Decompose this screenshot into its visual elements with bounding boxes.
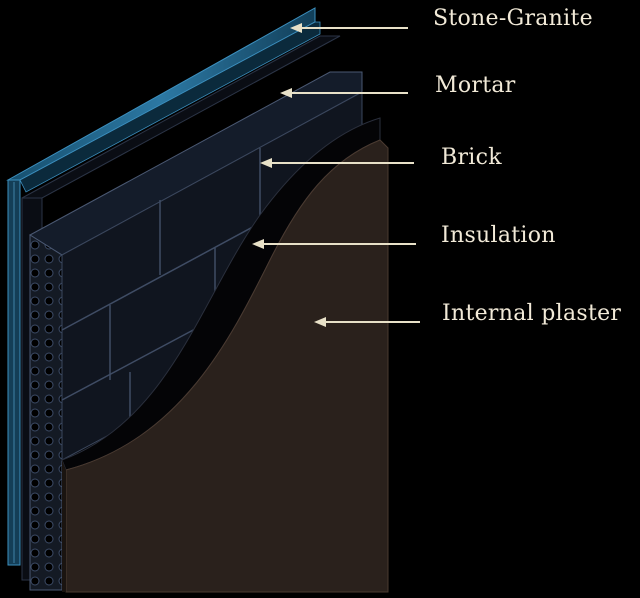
arrow-mortar — [280, 88, 408, 98]
arrow-insulation — [252, 239, 416, 249]
label-internal-plaster: Internal plaster — [442, 301, 622, 326]
internal-plaster-layer — [62, 139, 389, 593]
stone-granite-layer — [6, 7, 321, 566]
arrow-stone-granite — [290, 23, 408, 33]
arrow-brick — [260, 158, 414, 168]
label-mortar: Mortar — [435, 73, 516, 98]
label-brick: Brick — [441, 145, 502, 170]
label-insulation: Insulation — [441, 223, 556, 248]
leader-arrows — [252, 23, 420, 327]
label-stone-granite: Stone-Granite — [433, 6, 593, 31]
arrow-internal-plaster — [314, 317, 420, 327]
